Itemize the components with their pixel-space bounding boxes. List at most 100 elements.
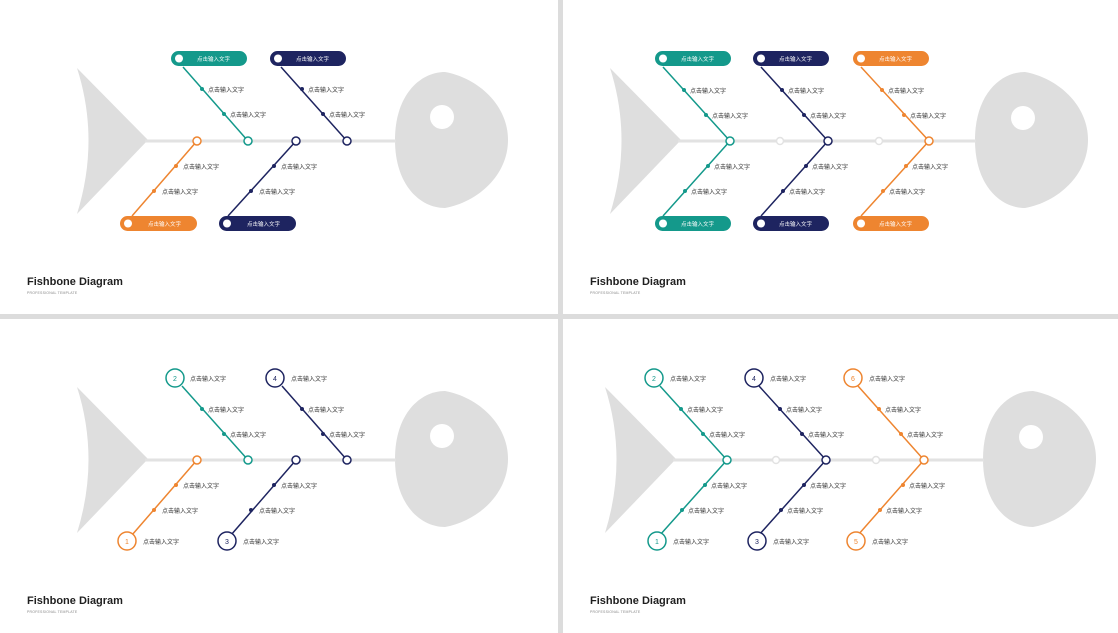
text-label: 点击输入文字 bbox=[788, 87, 824, 95]
text-label: 点击输入文字 bbox=[670, 375, 706, 383]
text-label: 点击输入文字 bbox=[787, 507, 823, 515]
pill-text: 点击输入文字 bbox=[779, 55, 813, 63]
pill-text: 点击输入文字 bbox=[148, 220, 182, 228]
pill-label[interactable] bbox=[120, 216, 197, 231]
text-label: 点击输入文字 bbox=[183, 163, 219, 171]
bone-teal: 点击输入文字 点击输入文字 点击输入文字 点击输入文字 2 点击输入文字 1 点… bbox=[644, 368, 747, 551]
text-label: 点击输入文字 bbox=[714, 163, 750, 171]
slide-subtitle: PROFESSIONAL TEMPLATE bbox=[27, 610, 78, 614]
text-label: 点击输入文字 bbox=[281, 482, 317, 490]
badge-number: 3 bbox=[755, 539, 759, 546]
pill-label[interactable] bbox=[655, 216, 731, 231]
number-badge[interactable] bbox=[843, 368, 863, 388]
badge-number: 4 bbox=[752, 376, 756, 383]
pill-label[interactable] bbox=[853, 216, 929, 231]
text-label: 点击输入文字 bbox=[208, 86, 244, 94]
pill-label[interactable] bbox=[219, 216, 296, 231]
fish-head bbox=[975, 72, 1088, 208]
slide-2: 点击输入文字 点击输入文字 点击输入文字 点击输入文字 点击输入文字 点击输入文… bbox=[563, 0, 1118, 314]
text-label: 点击输入文字 bbox=[810, 112, 846, 120]
slide-4: 点击输入文字 点击输入文字 点击输入文字 点击输入文字 2 点击输入文字 1 点… bbox=[563, 319, 1118, 633]
slide-title: Fishbone Diagram bbox=[27, 595, 123, 607]
bone-teal: 点击输入文字 点击输入文字 点击输入文字 点击输入文字 点击输入文字 点击输入文… bbox=[655, 51, 750, 231]
fish-head bbox=[983, 391, 1096, 527]
bone-navy-upper: 点击输入文字 点击输入文字 点击输入文字 bbox=[270, 51, 365, 146]
slide-title: Fishbone Diagram bbox=[590, 276, 686, 288]
pill-text: 点击输入文字 bbox=[779, 220, 813, 228]
pill-text: 点击输入文字 bbox=[879, 55, 913, 63]
pill-text: 点击输入文字 bbox=[296, 55, 330, 63]
fish-tail bbox=[77, 68, 148, 214]
bone-navy: 点击输入文字 点击输入文字 点击输入文字 点击输入文字 4 点击输入文字 3 点… bbox=[744, 368, 846, 551]
bone-navy: 点击输入文字 点击输入文字 点击输入文字 点击输入文字 点击输入文字 点击输入文… bbox=[753, 51, 848, 231]
pill-label[interactable] bbox=[171, 51, 247, 66]
text-label: 点击输入文字 bbox=[910, 112, 946, 120]
pill-label[interactable] bbox=[655, 51, 731, 66]
fish-tail bbox=[605, 387, 676, 533]
text-label: 点击输入文字 bbox=[230, 111, 266, 119]
text-label: 点击输入文字 bbox=[810, 482, 846, 490]
text-label: 点击输入文字 bbox=[912, 163, 948, 171]
badge-number: 5 bbox=[854, 539, 858, 546]
text-label: 点击输入文字 bbox=[281, 163, 317, 171]
fish-eye bbox=[430, 424, 454, 448]
text-label: 点击输入文字 bbox=[812, 163, 848, 171]
pill-text: 点击输入文字 bbox=[197, 55, 231, 63]
text-label: 点击输入文字 bbox=[773, 538, 809, 546]
slide-title: Fishbone Diagram bbox=[27, 276, 123, 288]
text-label: 点击输入文字 bbox=[673, 538, 709, 546]
slide-subtitle: PROFESSIONAL TEMPLATE bbox=[27, 291, 78, 295]
pill-label[interactable] bbox=[753, 51, 829, 66]
badge-number: 3 bbox=[225, 539, 229, 546]
text-label: 点击输入文字 bbox=[243, 538, 279, 546]
pill-text: 点击输入文字 bbox=[681, 55, 715, 63]
badge-number: 6 bbox=[851, 376, 855, 383]
number-badge[interactable] bbox=[846, 531, 866, 551]
bone-orange: 点击输入文字 点击输入文字 点击输入文字 点击输入文字 点击输入文字 点击输入文… bbox=[853, 51, 948, 231]
number-badge[interactable] bbox=[165, 368, 185, 388]
text-label: 点击输入文字 bbox=[888, 87, 924, 95]
text-label: 点击输入文字 bbox=[308, 86, 344, 94]
bone-orange: 点击输入文字 点击输入文字 点击输入文字 点击输入文字 6 点击输入文字 5 点… bbox=[843, 368, 945, 551]
text-label: 点击输入文字 bbox=[789, 188, 825, 196]
pill-text: 点击输入文字 bbox=[879, 220, 913, 228]
pill-label[interactable] bbox=[753, 216, 829, 231]
text-label: 点击输入文字 bbox=[162, 188, 198, 196]
pill-label[interactable] bbox=[270, 51, 346, 66]
bone-orange-lower: 点击输入文字 点击输入文字 点击输入文字 bbox=[120, 136, 219, 231]
number-badge[interactable] bbox=[647, 531, 667, 551]
fishbone-diagram-3: 点击输入文字 点击输入文字 2 点击输入文字 点击输入文字 点击输入文字 4 点… bbox=[77, 368, 508, 551]
number-badge[interactable] bbox=[644, 368, 664, 388]
text-label: 点击输入文字 bbox=[190, 375, 226, 383]
text-label: 点击输入文字 bbox=[291, 375, 327, 383]
pill-label[interactable] bbox=[853, 51, 929, 66]
badge-number: 4 bbox=[273, 376, 277, 383]
number-badge[interactable] bbox=[744, 368, 764, 388]
text-label: 点击输入文字 bbox=[329, 431, 365, 439]
badge-number: 2 bbox=[173, 376, 177, 383]
number-badge[interactable] bbox=[265, 368, 285, 388]
text-label: 点击输入文字 bbox=[691, 188, 727, 196]
text-label: 点击输入文字 bbox=[907, 431, 943, 439]
fish-eye bbox=[430, 105, 454, 129]
text-label: 点击输入文字 bbox=[712, 112, 748, 120]
text-label: 点击输入文字 bbox=[909, 482, 945, 490]
text-label: 点击输入文字 bbox=[711, 482, 747, 490]
bone-navy-upper: 点击输入文字 点击输入文字 4 点击输入文字 bbox=[265, 368, 365, 465]
badge-number: 1 bbox=[125, 539, 129, 546]
number-badge[interactable] bbox=[217, 531, 237, 551]
fish-eye bbox=[1019, 425, 1043, 449]
badge-number: 2 bbox=[652, 376, 656, 383]
fish-head bbox=[395, 72, 508, 208]
slide-1: 点击输入文字 点击输入文字 点击输入文字 点击输入文字 点击输入文字 点击输入文… bbox=[0, 0, 558, 314]
text-label: 点击输入文字 bbox=[808, 431, 844, 439]
number-badge[interactable] bbox=[117, 531, 137, 551]
text-label: 点击输入文字 bbox=[687, 406, 723, 414]
number-badge[interactable] bbox=[747, 531, 767, 551]
text-label: 点击输入文字 bbox=[688, 507, 724, 515]
pill-text: 点击输入文字 bbox=[247, 220, 281, 228]
slide-subtitle: PROFESSIONAL TEMPLATE bbox=[590, 610, 641, 614]
bone-navy-lower: 点击输入文字 点击输入文字 点击输入文字 bbox=[219, 136, 317, 231]
text-label: 点击输入文字 bbox=[770, 375, 806, 383]
text-label: 点击输入文字 bbox=[259, 188, 295, 196]
